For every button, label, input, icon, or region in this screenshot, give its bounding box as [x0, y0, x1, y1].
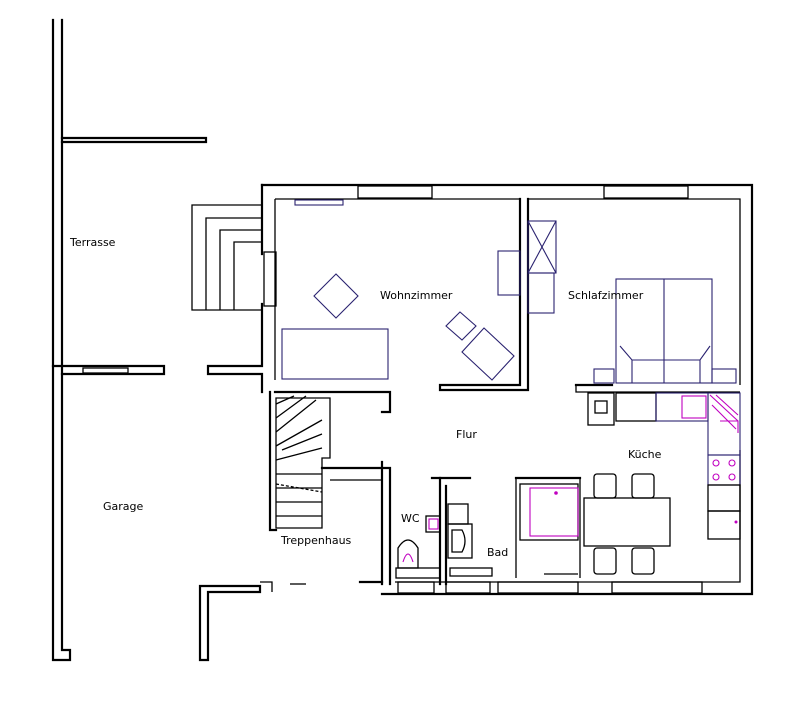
exterior-walls: [51, 18, 754, 662]
label-wc: WC: [401, 512, 420, 525]
label-treppenhaus: Treppenhaus: [280, 534, 352, 547]
window-wc: [397, 581, 435, 594]
label-flur: Flur: [456, 428, 477, 441]
table: [313, 273, 359, 319]
staircase: [275, 395, 331, 529]
label-terrasse: Terrasse: [69, 236, 116, 249]
label-schlafzimmer: Schlafzimmer: [568, 289, 644, 302]
cooktop: [707, 454, 741, 486]
label-bad: Bad: [487, 546, 508, 559]
lounge-chair: [461, 327, 515, 381]
radiator: [294, 199, 344, 206]
interior-walls: [198, 197, 740, 662]
schlafzimmer-furniture: [527, 220, 737, 384]
dining-table: [583, 497, 671, 547]
label-kueche: Küche: [628, 448, 662, 461]
kitchen-furniture: [519, 392, 741, 575]
wohnzimmer-furniture: [281, 250, 521, 381]
window-kueche: [611, 581, 703, 594]
window-wohnzimmer: [357, 185, 433, 199]
terrace-steps: [191, 204, 277, 311]
window-bad: [445, 581, 491, 594]
window-schlafzimmer: [603, 185, 689, 199]
window-bad-2: [497, 581, 579, 594]
window-garage: [82, 367, 129, 374]
bathroom-furniture: [395, 503, 493, 579]
room-labels: Terrasse Garage Wohnzimmer Schlafzimmer …: [69, 236, 662, 559]
label-wohnzimmer: Wohnzimmer: [380, 289, 453, 302]
sofa: [281, 328, 389, 380]
label-garage: Garage: [103, 500, 144, 513]
